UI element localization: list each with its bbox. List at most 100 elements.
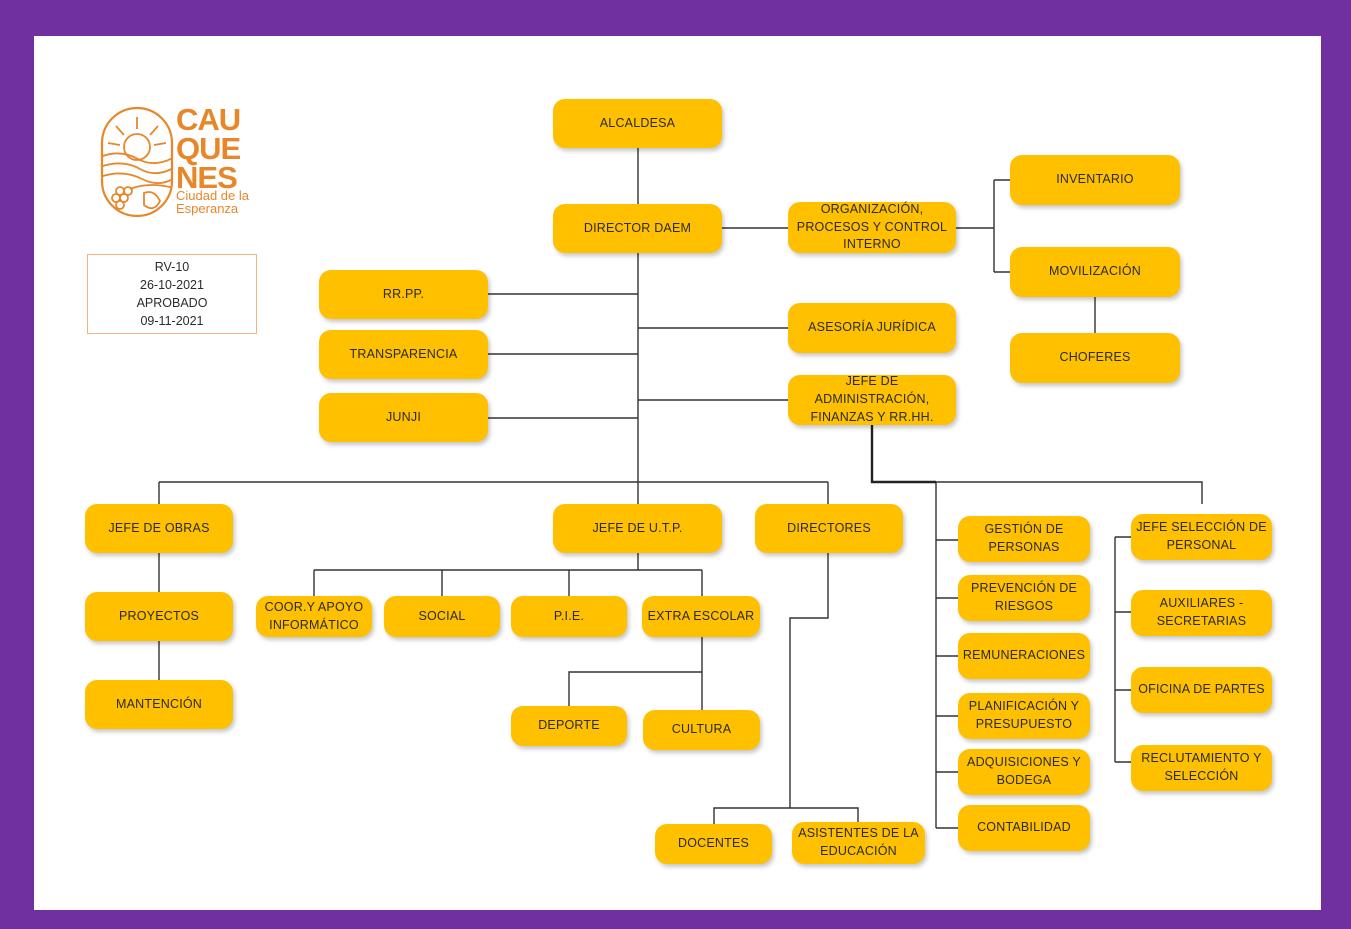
node-organizacion: ORGANIZACIÓN, PROCESOS Y CONTROL INTERNO (788, 202, 956, 253)
node-text: PERSONAL (1166, 538, 1237, 552)
node-text: BODEGA (996, 773, 1052, 787)
node-text: JEFE DE U.T.P. (592, 520, 683, 535)
node-text: JEFE DE OBRAS (108, 520, 210, 535)
connector (935, 482, 958, 829)
node-text: AUXILIARES - (1159, 596, 1244, 611)
node-text: PREVENCIÓN DE (970, 581, 1078, 596)
revision-code: RV-10 (154, 260, 190, 274)
node-text: PROCESOS Y CONTROL (796, 219, 948, 234)
node-jefe-obras: JEFE DE OBRAS (85, 504, 233, 553)
logo-line-1: CAU (176, 102, 241, 137)
revision-date: 26-10-2021 (140, 278, 204, 292)
logo: CAU QUE NES Ciudad de la Esperanza (100, 102, 250, 220)
node-text: ALCALDESA (599, 115, 676, 130)
node-asistentes-educacion: ASISTENTES DE LA EDUCACIÓN (792, 822, 925, 864)
node-director-daem: DIRECTOR DAEM (553, 204, 722, 253)
node-text: PROYECTOS (118, 608, 200, 623)
node-jefe-utp: JEFE DE U.T.P. (553, 504, 722, 553)
logo-tagline-2: Esperanza (176, 201, 239, 216)
sun-landscape-icon (100, 106, 174, 218)
node-text: DIRECTOR DAEM (583, 220, 692, 235)
node-text: JEFE SELECCIÓN DE (1136, 520, 1267, 535)
node-prevencion-riesgos: PREVENCIÓN DE RIESGOS (958, 575, 1090, 621)
node-text: OFICINA DE PARTES (1138, 682, 1265, 697)
node-text: ASESORÍA JURÍDICA (808, 320, 936, 335)
connector (956, 179, 1010, 273)
node-text: CONTABILIDAD (977, 820, 1071, 835)
connector (313, 553, 703, 596)
logo-tagline-1: Ciudad de la (176, 188, 249, 203)
node-extra-escolar: EXTRA ESCOLAR (642, 596, 760, 637)
node-transparencia: TRANSPARENCIA (319, 330, 488, 379)
node-auxiliares-secretarias: AUXILIARES - SECRETARIAS (1131, 590, 1272, 636)
node-text: CULTURA (671, 722, 732, 737)
logo-line-3: NES (176, 160, 238, 195)
node-remuneraciones: REMUNERACIONES (958, 633, 1090, 679)
node-gestion-personas: GESTIÓN DE PERSONAS (958, 516, 1090, 562)
node-text: SOCIAL (418, 608, 466, 623)
node-adquisiciones-bodega: ADQUISICIONES Y BODEGA (958, 749, 1090, 795)
connector (713, 553, 859, 824)
node-text: SELECCIÓN (1164, 769, 1239, 783)
node-text: JEFE DE (845, 374, 899, 389)
node-text: DOCENTES (677, 836, 750, 851)
node-choferes: CHOFERES (1010, 333, 1180, 383)
node-oficina-partes: OFICINA DE PARTES (1131, 667, 1272, 713)
node-text: MANTENCIÓN (115, 696, 203, 711)
node-planificacion-presupuesto: PLANIFICACIÓN Y PRESUPUESTO (958, 693, 1090, 739)
node-text: SECRETARIAS (1156, 614, 1247, 628)
node-coor-apoyo: COOR.Y APOYO INFORMÁTICO (256, 596, 372, 637)
node-text: PERSONAS (988, 540, 1060, 554)
logo-wordmark: CAU QUE NES (176, 102, 241, 195)
revision-box: RV-10 26-10-2021 APROBADO 09-11-2021 (87, 254, 257, 334)
node-text: P.I.E. (553, 608, 585, 623)
node-text: ASISTENTES DE LA (798, 826, 919, 841)
node-text: ORGANIZACIÓN, (820, 201, 924, 216)
node-text: RECLUTAMIENTO Y (1141, 751, 1262, 766)
node-text: PRESUPUESTO (975, 717, 1073, 731)
revision-status: APROBADO (136, 296, 208, 310)
node-text: RR.PP. (382, 286, 425, 301)
node-movilizacion: MOVILIZACIÓN (1010, 247, 1180, 297)
logo-line-2: QUE (176, 131, 241, 166)
node-text: DEPORTE (538, 718, 600, 733)
node-docentes: DOCENTES (655, 824, 772, 864)
node-text: EDUCACIÓN (820, 844, 897, 858)
connector (1114, 536, 1131, 763)
node-text: INFORMÁTICO (269, 617, 359, 632)
node-text: RIESGOS (994, 599, 1054, 613)
node-cultura: CULTURA (643, 710, 760, 750)
node-proyectos: PROYECTOS (85, 592, 233, 641)
node-inventario: INVENTARIO (1010, 155, 1180, 205)
node-text: CHOFERES (1059, 350, 1131, 365)
node-text: REMUNERACIONES (962, 648, 1086, 663)
node-text: PLANIFICACIÓN Y (968, 699, 1080, 714)
node-social: SOCIAL (384, 596, 500, 637)
node-alcaldesa: ALCALDESA (553, 99, 722, 148)
node-text: EXTRA ESCOLAR (647, 608, 755, 623)
node-text: JUNJI (385, 409, 422, 424)
node-contabilidad: CONTABILIDAD (958, 805, 1090, 851)
node-directores: DIRECTORES (755, 504, 903, 553)
node-rrpp: RR.PP. (319, 270, 488, 319)
node-reclutamiento-seleccion: RECLUTAMIENTO Y SELECCIÓN (1131, 745, 1272, 791)
node-text: COOR.Y APOYO (264, 599, 364, 614)
node-pie: P.I.E. (511, 596, 627, 637)
node-text: ADQUISICIONES Y (967, 755, 1081, 770)
node-text: ADMINISTRACIÓN, (814, 392, 930, 407)
connector (568, 636, 703, 710)
node-text: DIRECTORES (787, 520, 871, 535)
node-text: INVENTARIO (1056, 172, 1134, 187)
logo-tagline: Ciudad de la Esperanza (176, 189, 249, 215)
connector (936, 481, 1203, 504)
node-asesoria-juridica: ASESORÍA JURÍDICA (788, 303, 956, 353)
node-text: TRANSPARENCIA (349, 346, 458, 361)
node-text: FINANZAS Y RR.HH. (810, 409, 934, 424)
node-text: MOVILIZACIÓN (1049, 264, 1141, 279)
connector (158, 481, 829, 504)
node-jefe-seleccion: JEFE SELECCIÓN DE PERSONAL (1131, 514, 1272, 560)
node-deporte: DEPORTE (511, 706, 627, 746)
revision-approved-date: 09-11-2021 (140, 314, 204, 328)
node-text: GESTIÓN DE (984, 522, 1064, 537)
